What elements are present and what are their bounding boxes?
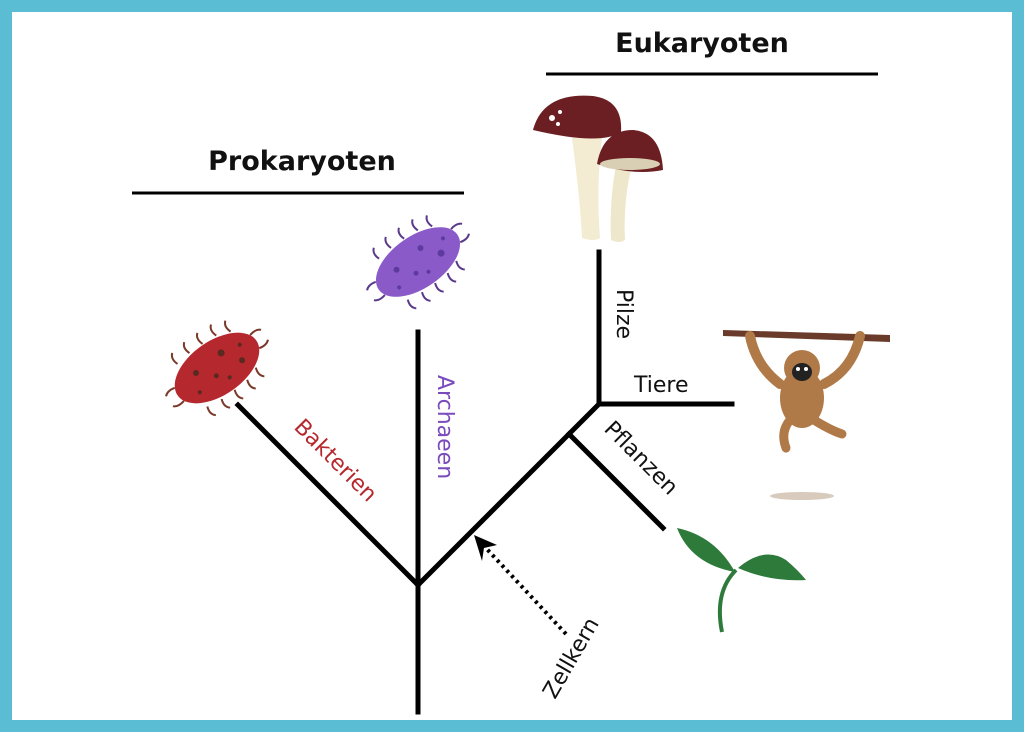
archaeon-icon — [366, 215, 470, 310]
plants-branch-line — [565, 430, 667, 532]
heading-eukaryotes: Eukaryoten — [615, 28, 789, 59]
label-archaea: Archaeen — [432, 375, 457, 479]
tree-lines — [234, 249, 735, 715]
mushroom-icon — [533, 95, 663, 242]
nucleus-arrow — [474, 535, 568, 636]
label-nucleus: Zellkern — [539, 613, 605, 703]
heading-prokaryotes: Prokaryoten — [208, 146, 396, 177]
monkey-icon — [723, 330, 890, 500]
bacterium-icon — [165, 320, 269, 417]
label-plants: Pflanzen — [599, 417, 683, 501]
label-fungi: Pilze — [611, 289, 636, 339]
sprout-icon — [677, 528, 806, 633]
label-animals: Tiere — [633, 373, 689, 398]
bacteria-branch-line — [234, 401, 422, 589]
label-bacteria: Bakterien — [289, 415, 382, 508]
